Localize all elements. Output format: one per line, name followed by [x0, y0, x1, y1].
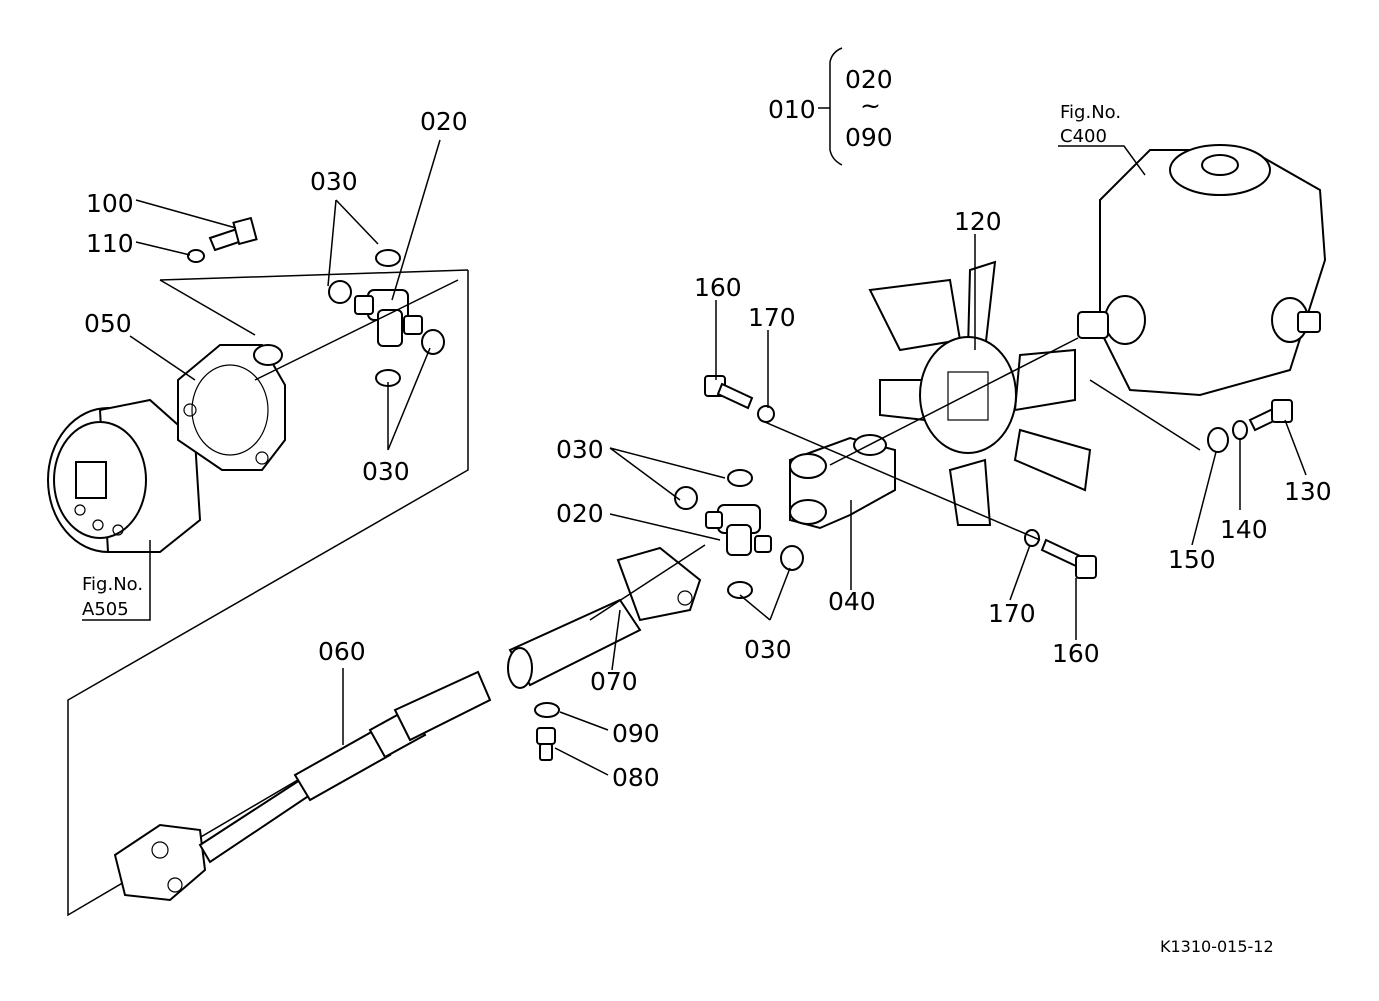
leader-fig-c400	[1058, 145, 1146, 176]
fig-ref-a505-line2: A505	[82, 599, 129, 620]
part-label-170-upper: 170	[748, 303, 796, 332]
part-label-030-upper-left: 030	[310, 167, 358, 196]
fig-ref-a505-line1: Fig.No.	[82, 574, 143, 595]
leader-090	[559, 711, 609, 731]
assembly-axis-lines	[254, 279, 1201, 621]
washer-090	[534, 702, 560, 718]
group-frame-top	[159, 269, 469, 281]
leader-170-b	[1009, 544, 1031, 601]
leader-020-b	[609, 513, 721, 541]
assembly-bracket	[818, 47, 843, 166]
bolt-130	[1248, 399, 1293, 432]
part-label-030-lower-right: 030	[744, 635, 792, 664]
part-label-020-lower: 020	[556, 499, 604, 528]
part-label-160-lower: 160	[1052, 639, 1100, 668]
leader-030-a	[327, 199, 379, 287]
part-label-060: 060	[318, 637, 366, 666]
pump-housing	[47, 398, 202, 553]
assembly-number: 010	[768, 95, 816, 124]
universal-joint-lower	[674, 469, 804, 599]
bolt-100	[208, 216, 258, 252]
range-end: 090	[845, 123, 893, 152]
part-label-150: 150	[1168, 545, 1216, 574]
fig-ref-c400-line2: C400	[1060, 126, 1107, 147]
part-label-050: 050	[84, 309, 132, 338]
range-tilde: ~	[860, 91, 881, 120]
washer-140	[1232, 420, 1248, 440]
leader-fig-a505	[82, 540, 151, 621]
range-start: 020	[845, 65, 893, 94]
leader-030-c	[609, 447, 726, 501]
assembly-range-callout: 010 020 ~ 090	[768, 47, 893, 166]
part-label-020-upper: 020	[420, 107, 468, 136]
part-label-140: 140	[1220, 515, 1268, 544]
yoke-040	[789, 434, 896, 530]
bolt-160-lower	[1040, 538, 1097, 579]
washer-170-lower	[1024, 529, 1040, 547]
leader-110	[135, 241, 191, 256]
leader-130	[1284, 419, 1307, 476]
part-label-030-lower-left: 030	[556, 435, 604, 464]
part-label-040: 040	[828, 587, 876, 616]
drawing-code: K1310-015-12	[1160, 937, 1274, 956]
part-label-100: 100	[86, 189, 134, 218]
washer-150	[1207, 427, 1229, 453]
gearbox-housing	[1077, 144, 1327, 397]
part-label-170-lower: 170	[988, 599, 1036, 628]
leader-100	[135, 199, 237, 229]
leader-050	[129, 335, 196, 381]
leader-150	[1191, 451, 1217, 546]
washer-110	[187, 249, 205, 263]
leader-080	[554, 747, 609, 776]
leader-030-d	[739, 567, 791, 621]
flange-gasket	[177, 344, 286, 471]
leader-030-b	[387, 347, 431, 451]
slip-sleeve-070	[507, 546, 702, 689]
leader-020-a	[391, 139, 441, 301]
cooling-fan-120	[868, 260, 1092, 526]
grease-nipple-080	[536, 727, 556, 761]
universal-joint-upper	[328, 249, 445, 387]
part-label-120: 120	[954, 207, 1002, 236]
part-label-130: 130	[1284, 477, 1332, 506]
part-label-070: 070	[590, 667, 638, 696]
drive-shaft-060	[113, 670, 492, 902]
part-label-160-upper: 160	[694, 273, 742, 302]
part-label-110: 110	[86, 229, 134, 258]
bolt-160-upper	[704, 375, 754, 410]
fig-ref-c400-line1: Fig.No.	[1060, 102, 1121, 123]
leader-070	[611, 609, 621, 671]
part-label-090: 090	[612, 719, 660, 748]
part-label-080: 080	[612, 763, 660, 792]
part-label-030-upper-right: 030	[362, 457, 410, 486]
